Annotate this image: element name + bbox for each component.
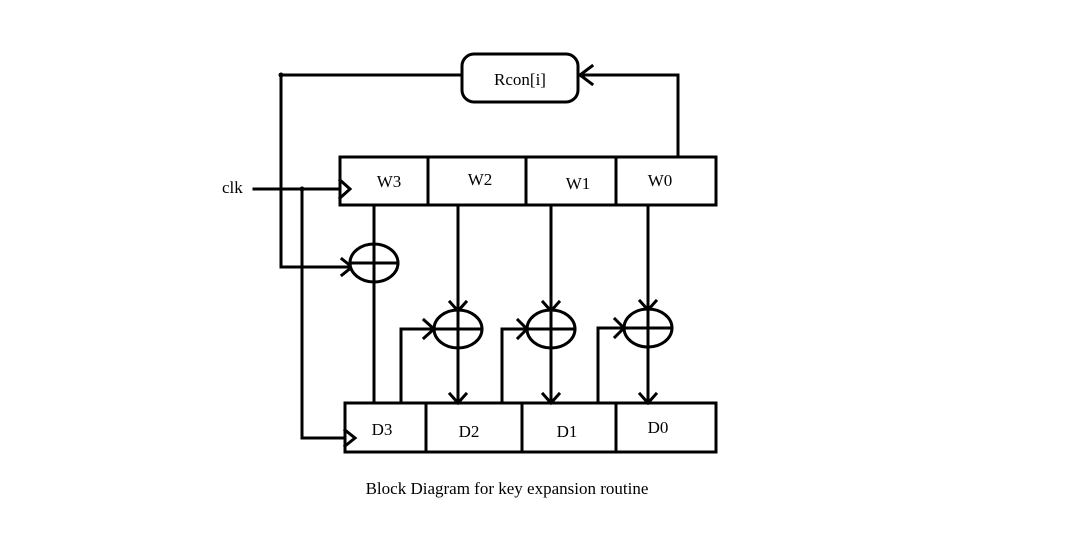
register-cell-w2: W2: [468, 170, 493, 189]
register-cell-w3: W3: [377, 172, 402, 191]
xor3-gate: [348, 203, 400, 405]
xor2-gate: [399, 203, 484, 406]
register-cell-d2: D2: [459, 422, 480, 441]
rcon-label: Rcon[i]: [494, 70, 546, 89]
lower-register: D3 D2 D1 D0: [342, 401, 718, 454]
register-cell-w1: W1: [566, 174, 591, 193]
upper-register: W3 W2 W1 W0: [337, 155, 718, 207]
xor1-gate: [500, 203, 577, 406]
rcon-block: Rcon[i]: [460, 52, 580, 104]
xor0-gate: [596, 203, 674, 406]
register-cell-d1: D1: [557, 422, 578, 441]
register-cell-d3: D3: [372, 420, 393, 439]
register-cell-d0: D0: [648, 418, 669, 437]
clk-label: clk: [222, 178, 243, 197]
w0-to-rcon-wire: [577, 63, 680, 159]
register-cell-w0: W0: [648, 171, 673, 190]
clk-input: clk: [222, 178, 347, 440]
diagram-caption: Block Diagram for key expansion routine: [366, 479, 649, 498]
